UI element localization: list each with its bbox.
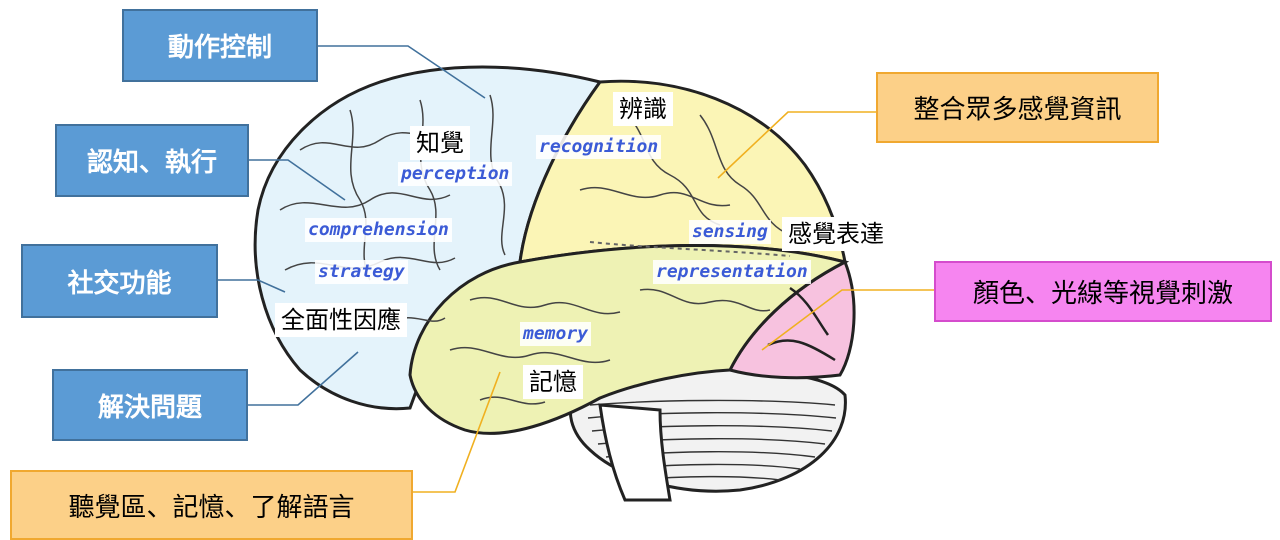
connector-social [218, 279, 286, 293]
label-sensory-expression-zh: 感覺表達 [782, 217, 890, 251]
label-perception-zh: 知覺 [410, 126, 470, 160]
callout-visual-stimuli: 顏色、光線等視覺刺激 [934, 261, 1272, 322]
connector-cognition [249, 159, 346, 201]
occipital-folds [767, 286, 836, 362]
brain-stem [598, 403, 672, 502]
connector-motor-control [318, 45, 486, 99]
label-memory-en: memory [520, 322, 592, 346]
connector-problem-solving [248, 351, 359, 406]
label-recognition-zh: 辨識 [613, 92, 673, 126]
connector-lines [218, 45, 934, 493]
label-memory-zh: 記憶 [523, 365, 583, 399]
lobe-divider-dashed [589, 241, 791, 257]
label-strategy-en: strategy [315, 260, 408, 284]
label-representation-en: representation [653, 260, 811, 284]
callout-integrate-senses: 整合眾多感覺資訊 [876, 72, 1159, 143]
label-comprehension-en: comprehension [305, 218, 452, 242]
connector-integrate [717, 111, 876, 179]
connector-visual [761, 289, 934, 351]
callout-motor-control: 動作控制 [122, 9, 318, 82]
connector-auditory [413, 371, 501, 493]
callout-auditory-memory-language: 聽覺區、記憶、了解語言 [10, 470, 413, 540]
label-holistic-zh: 全面性因應 [275, 303, 407, 337]
gyri-texture [279, 94, 791, 405]
callout-problem-solving: 解決問題 [52, 369, 248, 441]
callout-cognition-execution: 認知、執行 [55, 124, 249, 197]
label-sensing-en: sensing [689, 220, 771, 244]
temporal-lobe [408, 244, 850, 435]
label-recognition-en: recognition [536, 135, 662, 159]
callout-social-function: 社交功能 [21, 244, 218, 318]
label-perception-en: perception [398, 162, 513, 186]
